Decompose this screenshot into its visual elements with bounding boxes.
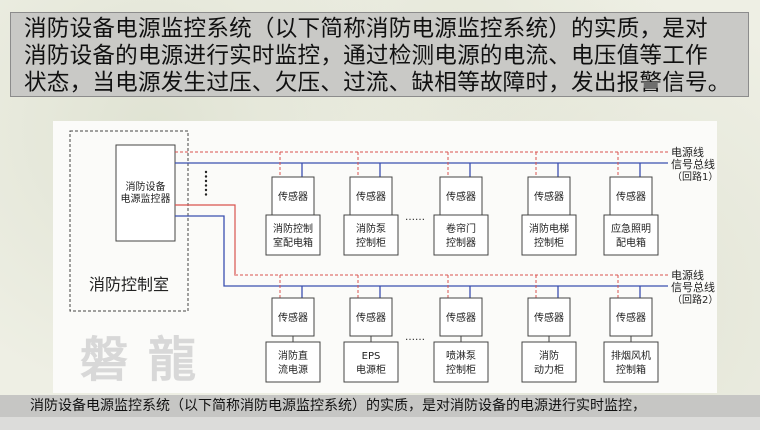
device-label-line1: 喷淋泵 [446,349,476,362]
horizontal-ellipsis-loop1: …… [405,212,425,223]
ellipsis-dot [204,184,208,187]
device-label-line1: 应急照明 [611,222,651,235]
device-label-line1: 消防 [539,349,559,362]
device-box [603,214,659,256]
device-label-line1: EPS [362,351,381,362]
legend-power-line-1: 电源线 [671,145,704,159]
sensor-label: 传感器 [278,311,308,324]
sensor-box [609,176,653,216]
power-monitor-box [115,144,176,242]
device-label-line1: 消防电梯 [529,222,569,235]
device-label-line1: 排烟风机 [611,349,651,362]
sensor-box [439,176,483,216]
device-box [433,214,489,256]
heading-line: 消防设备电源监控系统（以下简称消防电源监控系统）的实质，是对 [24,16,708,42]
device-label-line1: 卷帘门 [446,222,476,235]
sensor-box [439,297,483,337]
device-label-line2: 控制箱 [616,363,646,376]
device-label-line2: 配电箱 [616,236,646,249]
caption-bottom-strip [0,417,760,430]
sensor-label: 传感器 [616,190,646,203]
device-label-line2: 控制柜 [534,236,564,249]
sensor-label: 传感器 [446,311,476,324]
device-label-line2: 室配电箱 [273,236,313,249]
sensor-label: 传感器 [534,311,564,324]
sensor-label: 传感器 [534,190,564,203]
sensor-box [609,297,653,337]
sensor-box [349,176,393,216]
sensor-label: 传感器 [616,311,646,324]
device-box [521,341,577,383]
legend-power-line-2: 电源线 [671,268,704,282]
legend-loop2: （回路2） [672,293,718,306]
device-box [433,341,489,383]
ellipsis-dot [204,170,208,174]
sensor-label: 传感器 [356,190,386,203]
device-label-line2: 控制柜 [356,236,386,249]
sensor-box [271,176,315,216]
control-room-label: 消防控制室 [89,275,169,294]
horizontal-ellipsis-loop2: …… [405,332,425,343]
heading-line: 状态，当电源发生过压、欠压、过流、缺相等故障时，发出报警信号。 [24,70,731,96]
ellipsis-dot [204,188,208,192]
legend-signal-bus-2: 信号总线 [671,280,715,294]
caption-bar: 消防设备电源监控系统（以下简称消防电源监控系统）的实质，是对消防设备的电源进行实… [0,395,760,417]
signal-bus-loop2 [175,215,668,287]
device-label-line2: 流电源 [278,363,308,376]
sensor-label: 传感器 [356,311,386,324]
device-label-line2: 控制柜 [446,363,476,376]
device-label-line1: 消防直 [278,349,308,362]
monitor-label-line1: 消防设备 [126,180,166,193]
legend-loop1: （回路1） [672,170,718,183]
device-box [265,214,321,256]
heading-box: 消防设备电源监控系统（以下简称消防电源监控系统）的实质，是对 消防设备的电源进行… [10,12,749,97]
sensor-box [527,176,571,216]
device-box [521,214,577,256]
device-label-line2: 动力柜 [534,363,564,376]
watermark: 磐龍 [80,332,217,388]
device-box [343,214,399,256]
monitor-label-line2: 电源监控器 [121,192,171,205]
sensor-box [527,297,571,337]
ellipsis-dot [204,175,208,178]
sensor-box [349,297,393,337]
device-box [343,341,399,383]
device-label-line1: 消防控制 [273,222,313,235]
legend-signal-bus-1: 信号总线 [671,157,715,171]
control-room-boundary [69,130,189,312]
device-box [603,341,659,383]
device-label-line1: 消防泵 [356,222,386,235]
device-box [265,341,321,383]
ellipsis-dot [204,179,208,183]
device-label-line2: 控制器 [446,236,476,249]
heading-line: 消防设备的电源进行实时监控，通过检测电源的电流、电压值等工作 [24,43,708,69]
ellipsis-dot [204,193,208,196]
sensor-label: 传感器 [278,190,308,203]
device-label-line2: 电源柜 [356,363,386,376]
sensor-label: 传感器 [446,190,476,203]
vertical-ellipsis [204,170,208,196]
